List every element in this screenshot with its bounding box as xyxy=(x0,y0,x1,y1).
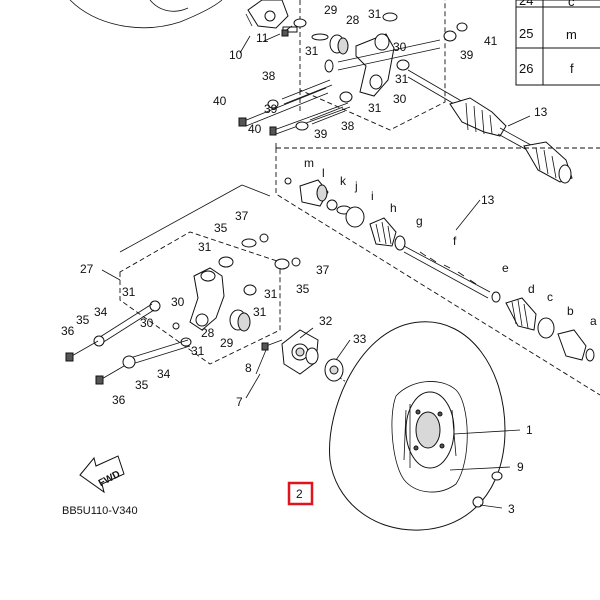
callout-31-top-a: 31 xyxy=(368,7,382,21)
letter-g: g xyxy=(416,214,423,228)
legend-num-25: 25 xyxy=(519,26,533,41)
callout-31-mid-a: 31 xyxy=(198,240,212,254)
callout-10: 10 xyxy=(229,48,243,62)
fwd-arrow: FWD xyxy=(79,455,125,494)
callout-39-low: 39 xyxy=(314,127,328,141)
callout-37-b: 37 xyxy=(316,263,330,277)
callout-30-top-a: 30 xyxy=(393,40,407,54)
letter-a: a xyxy=(590,314,597,328)
letter-k: k xyxy=(340,174,347,188)
callout-31-mid-b: 31 xyxy=(122,285,136,299)
callout-31-top-d: 31 xyxy=(368,101,382,115)
callout-13-mid: 13 xyxy=(481,193,495,207)
callout-13-top: 13 xyxy=(534,105,548,119)
upper-assembly-dashed-box xyxy=(299,0,446,131)
callout-34-a: 34 xyxy=(94,305,108,319)
upper-drive-shaft xyxy=(407,69,573,184)
letter-l: l xyxy=(322,166,325,180)
letter-m: m xyxy=(304,156,314,170)
callout-1: 1 xyxy=(526,423,533,437)
callout-29-mid: 29 xyxy=(220,336,234,350)
callout-34-b: 34 xyxy=(157,367,171,381)
diagram-code: BB5U110-V340 xyxy=(62,505,138,517)
callout-31-top-b: 31 xyxy=(305,44,319,58)
callout-28-mid: 28 xyxy=(201,326,215,340)
callout-35-a: 35 xyxy=(214,221,228,235)
callout-36-b: 36 xyxy=(112,393,126,407)
callout-40-a: 40 xyxy=(213,94,227,108)
callout-7: 7 xyxy=(236,395,243,409)
callout-29-top: 29 xyxy=(324,3,338,17)
legend-table: 24 c 25 m 26 f xyxy=(515,0,600,86)
driveshaft-dashed-box xyxy=(275,147,600,396)
driveshaft-parts xyxy=(284,177,595,362)
callout-35-c: 35 xyxy=(296,282,310,296)
hub-parts xyxy=(261,329,421,431)
legend-num-26: 26 xyxy=(519,61,533,76)
legend-letter-26: f xyxy=(570,61,574,76)
callout-33: 33 xyxy=(353,332,367,346)
letter-b: b xyxy=(567,304,574,318)
letter-d: d xyxy=(528,282,535,296)
letter-c: c xyxy=(547,290,553,304)
letter-h: h xyxy=(390,201,397,215)
callout-31-mid-d: 31 xyxy=(253,305,267,319)
callout-9: 9 xyxy=(517,460,524,474)
callout-30-mid-a: 30 xyxy=(171,295,185,309)
callout-leaders xyxy=(101,13,531,509)
callout-labels: 11 10 29 28 31 31 30 30 31 31 39 41 38 3… xyxy=(61,3,597,516)
highlight-box xyxy=(287,481,314,506)
callout-31-mid-c: 31 xyxy=(264,287,278,301)
callout-41: 41 xyxy=(484,34,498,48)
callout-32: 32 xyxy=(319,314,333,328)
callout-36-a: 36 xyxy=(61,324,75,338)
letter-e: e xyxy=(502,261,509,275)
callout-39-mid: 39 xyxy=(264,102,278,116)
callout-35-d: 35 xyxy=(135,378,149,392)
callout-31-mid-e: 31 xyxy=(191,344,205,358)
callout-39-top: 39 xyxy=(460,48,474,62)
callout-30-mid-b: 30 xyxy=(140,316,154,330)
callout-31-top-c: 31 xyxy=(395,72,409,86)
upper-knuckle-parts xyxy=(238,0,468,136)
callout-37-a: 37 xyxy=(235,209,249,223)
callout-2: 2 xyxy=(296,487,303,501)
wheel-tire xyxy=(329,321,506,531)
upper-wheel-fragment xyxy=(69,0,223,29)
callout-28-top: 28 xyxy=(346,13,360,27)
callout-27: 27 xyxy=(80,262,94,276)
lower-knuckle-dashed-box xyxy=(119,231,281,365)
callout-38-a: 38 xyxy=(262,69,276,83)
callout-3: 3 xyxy=(508,502,515,516)
callout-35-b: 35 xyxy=(76,313,90,327)
callout-40-b: 40 xyxy=(248,122,262,136)
callout-30-top-b: 30 xyxy=(393,92,407,106)
callout-11: 11 xyxy=(256,31,269,45)
legend-letter-24: c xyxy=(568,0,575,9)
legend-num-24: 24 xyxy=(519,0,533,8)
letter-f: f xyxy=(453,234,457,248)
letter-j: j xyxy=(354,179,358,193)
letter-i: i xyxy=(371,189,374,203)
callout-38-b: 38 xyxy=(341,119,355,133)
legend-letter-25: m xyxy=(566,27,577,42)
highlighted-callout-2[interactable]: 2 xyxy=(287,481,314,506)
lower-knuckle-parts xyxy=(65,233,301,385)
callout-8: 8 xyxy=(245,361,252,375)
